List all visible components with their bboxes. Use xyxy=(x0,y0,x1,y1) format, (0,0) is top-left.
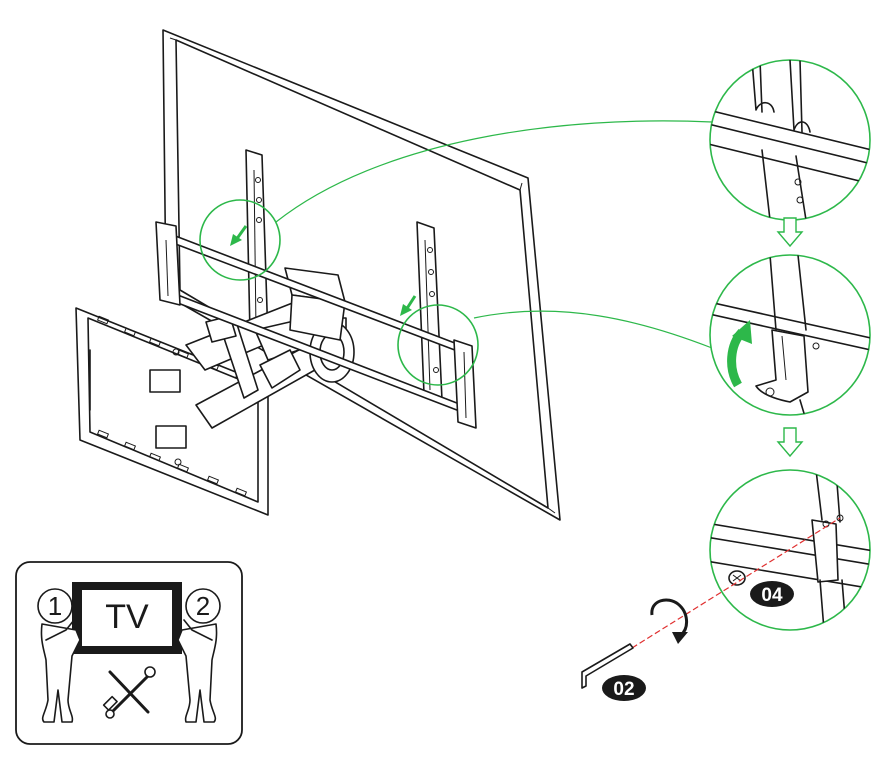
down-arrow-icon xyxy=(776,427,804,458)
tv-label: TV xyxy=(105,598,149,636)
person-left-number: 1 xyxy=(48,591,62,621)
tool-badge: 02 xyxy=(602,675,646,701)
zoom-detail-screw xyxy=(709,469,871,631)
hardware-badge: 04 xyxy=(750,581,794,607)
zoom-detail-hook xyxy=(709,59,871,221)
person-right-number: 2 xyxy=(196,591,210,621)
zoom-detail-lock xyxy=(709,254,871,416)
tool-badge-label: 02 xyxy=(613,679,634,700)
articulating-arms xyxy=(185,267,355,429)
screwdriver-icon xyxy=(102,670,150,714)
tv-icon: TV xyxy=(72,582,182,654)
down-arrow-icon xyxy=(776,217,804,248)
rotate-arrow-icon xyxy=(650,598,688,644)
wrench-icon xyxy=(105,666,156,719)
rotate-arrow-icon xyxy=(727,320,752,388)
person-icon: 2 xyxy=(177,588,221,723)
two-person-lift-inset: TV 1 2 xyxy=(15,561,243,745)
horizontal-rails xyxy=(155,221,477,429)
hex-key-icon xyxy=(581,643,634,689)
screw-icon xyxy=(728,570,746,586)
hardware-badge-label: 04 xyxy=(761,585,783,606)
person-icon: 1 xyxy=(37,588,81,723)
down-arrow-icon xyxy=(230,225,417,316)
